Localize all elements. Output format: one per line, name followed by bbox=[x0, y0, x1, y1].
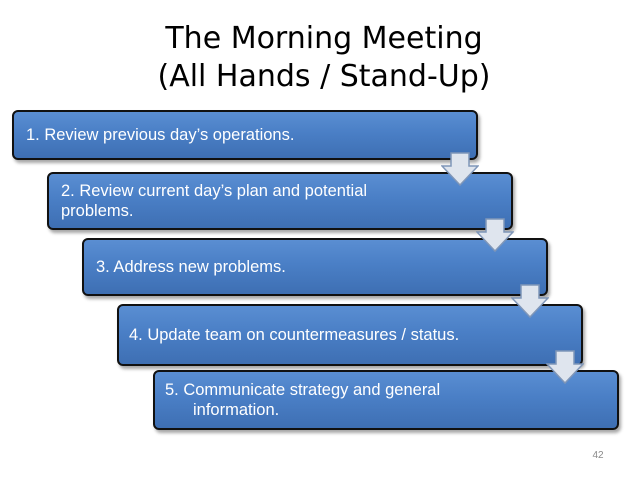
step-5-label: 5. Communicate strategy and general info… bbox=[165, 381, 441, 419]
page-number: 42 bbox=[592, 450, 604, 461]
step-1-box: 1. Review previous day’s operations. bbox=[12, 110, 478, 160]
step-3-box: 3. Address new problems. bbox=[82, 238, 548, 296]
step-4-box: 4. Update team on countermeasures / stat… bbox=[117, 304, 583, 366]
step-5-box: 5. Communicate strategy and general info… bbox=[153, 370, 619, 430]
slide-title-line-1: The Morning Meeting bbox=[165, 21, 483, 56]
step-2-box: 2. Review current day’s plan and potenti… bbox=[47, 172, 513, 230]
slide-title: The Morning Meeting (All Hands / Stand-U… bbox=[0, 20, 638, 96]
down-arrow-icon bbox=[546, 350, 584, 384]
step-1-label: 1. Review previous day’s operations. bbox=[26, 126, 295, 144]
step-3-label: 3. Address new problems. bbox=[96, 258, 286, 276]
step-2-label: 2. Review current day’s plan and potenti… bbox=[61, 182, 368, 220]
down-arrow-icon bbox=[441, 152, 479, 186]
slide-title-line-2: (All Hands / Stand-Up) bbox=[157, 59, 491, 94]
step-4-label: 4. Update team on countermeasures / stat… bbox=[129, 326, 460, 344]
down-arrow-icon bbox=[511, 284, 549, 318]
down-arrow-icon bbox=[476, 218, 514, 252]
